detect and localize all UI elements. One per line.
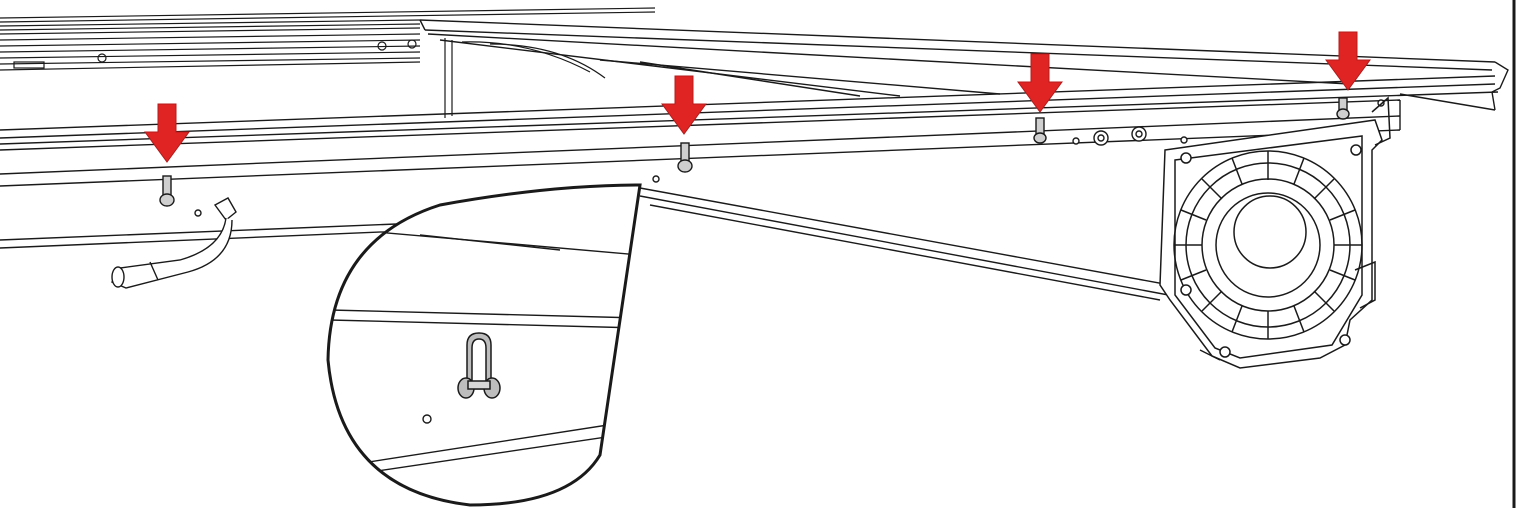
arrow-pin-4: [1325, 31, 1371, 91]
fan-housing: [1159, 96, 1391, 369]
pin-1: [159, 175, 175, 207]
top-rail: [419, 19, 1509, 111]
magnified-pin: [457, 332, 501, 399]
power-cable: [111, 197, 237, 289]
pin-3: [1033, 117, 1047, 144]
rear-panel: [444, 38, 606, 118]
red-arrows: [144, 31, 1371, 163]
arrow-pin-2: [661, 75, 707, 135]
arrow-pin-1: [144, 103, 190, 163]
pin-2: [677, 142, 693, 173]
rear-top-rail: [0, 7, 656, 71]
arrow-pin-3: [1017, 53, 1063, 113]
detail-callout: [326, 183, 642, 507]
pin-4: [1336, 97, 1350, 120]
front-beam: [0, 75, 1499, 361]
